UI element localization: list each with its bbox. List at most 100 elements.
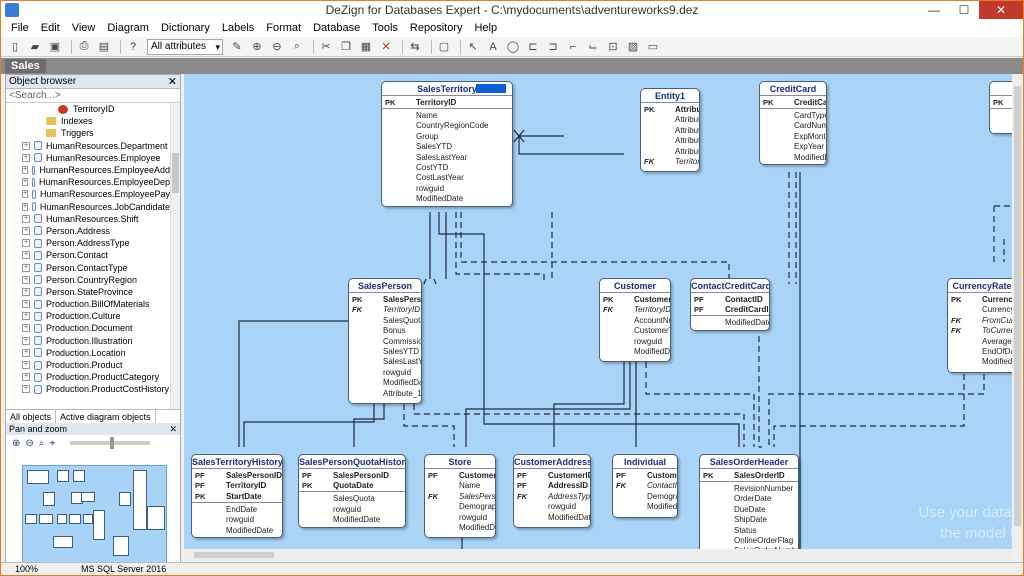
expand-icon[interactable]: + (22, 178, 29, 187)
object-search-input[interactable]: <Search...> (6, 89, 180, 103)
entity-attribute[interactable]: EndOfDayRate (948, 347, 1012, 357)
tree-item-table[interactable]: +Production.Document (6, 322, 170, 334)
entity-attribute[interactable]: CardNumber (760, 121, 826, 131)
entity-attribute[interactable]: M (990, 111, 1012, 121)
entity-attribute[interactable]: EndDate (192, 505, 282, 515)
menu-view[interactable]: View (71, 22, 96, 34)
entity-attribute[interactable]: SalesLastYear (349, 357, 421, 367)
entity-attribute[interactable]: Name (425, 481, 495, 491)
select-area-icon[interactable]: ▢ (438, 41, 450, 53)
cut-icon[interactable]: ✂ (321, 41, 331, 53)
entity-attribute[interactable]: ExpYear (760, 142, 826, 152)
entity-attribute[interactable]: CurrencyRateDate (948, 305, 1012, 315)
menu-tools[interactable]: Tools (372, 22, 398, 34)
entity-attribute[interactable]: FKSalesPersonID (425, 492, 495, 502)
entity-attribute[interactable]: ModifiedDate (948, 357, 1012, 367)
expand-icon[interactable]: + (22, 251, 30, 260)
diagram-minimap[interactable] (22, 465, 167, 568)
entity-attribute[interactable]: rowguid (299, 505, 405, 515)
new-icon[interactable]: ▯ (11, 41, 19, 53)
align-icon[interactable]: ⇆ (410, 41, 420, 53)
close-panzoom-icon[interactable]: ✕ (169, 424, 177, 434)
tree-item-table[interactable]: +HumanResources.EmployeeDep (6, 176, 170, 188)
view-tool-icon[interactable]: ⊡ (608, 41, 618, 53)
entity-attribute[interactable]: SalesLastYear (382, 153, 512, 163)
entity-attribute[interactable]: ModifiedDate (382, 194, 512, 204)
entity-attribute[interactable]: Status (700, 526, 798, 536)
entity-attribute[interactable]: ModifiedDate (691, 318, 769, 328)
pointer-icon[interactable]: ↖ (468, 41, 478, 53)
entity-attribute[interactable]: SalesOrderNumber (700, 546, 798, 549)
identifying-rel-icon[interactable]: ⊐ (548, 41, 558, 53)
tree-item-table[interactable]: +Person.CountryRegion (6, 274, 170, 286)
menu-format[interactable]: Format (266, 22, 302, 34)
entity-attribute[interactable]: ExpMonth (760, 132, 826, 142)
tab-sales[interactable]: Sales (5, 59, 46, 73)
entity-attribute[interactable]: rowguid (425, 513, 495, 523)
entity-attribute[interactable]: AverageRate (948, 337, 1012, 347)
entity-attribute[interactable]: ModifiedDate (349, 378, 421, 388)
maximize-icon[interactable]: ☐ (958, 3, 970, 17)
entity-attribute[interactable]: ModifiedDate (425, 523, 495, 533)
expand-icon[interactable]: + (22, 373, 30, 382)
tree-item-table[interactable]: +Person.Contact (6, 249, 170, 261)
expand-icon[interactable]: + (22, 202, 29, 211)
tree-item-table[interactable]: +HumanResources.Employee (6, 152, 170, 164)
entity-attribute[interactable]: ModifiedDate (600, 347, 670, 357)
entity-attribute[interactable]: rowguid (514, 502, 590, 512)
menu-help[interactable]: Help (474, 22, 498, 34)
pz-zoom-in-icon[interactable]: ⊕ (12, 437, 21, 449)
entity-attribute[interactable]: ModifiedDate (613, 502, 677, 512)
expand-icon[interactable]: + (22, 287, 30, 296)
entity-attribute[interactable]: OnlineOrderFlag (700, 536, 798, 546)
expand-icon[interactable]: + (22, 141, 30, 150)
tree-item-table[interactable]: +Person.StateProvince (6, 286, 170, 298)
entity-attribute[interactable]: rowguid (382, 184, 512, 194)
entity-attribute[interactable]: ShipDate (700, 515, 798, 525)
tree-item[interactable]: Triggers (6, 127, 170, 139)
entity-creditcard[interactable]: CreditCardPKCreditCardIDCardTypeCardNumb… (759, 81, 827, 166)
zoom-out-icon[interactable]: ⊖ (272, 41, 282, 53)
entity-attribute[interactable]: FKToCurrencyCode (948, 326, 1012, 336)
entity-attribute[interactable]: Attribute_1 (349, 389, 421, 399)
tree-item-table[interactable]: +HumanResources.JobCandidate (6, 201, 170, 213)
tree-item-table[interactable]: +HumanResources.EmployeePay (6, 188, 170, 200)
expand-icon[interactable]: + (22, 275, 30, 284)
delete-icon[interactable]: ✕ (381, 41, 391, 53)
pz-zoom-out-icon[interactable]: ⊖ (25, 437, 34, 449)
entity-attribute[interactable]: Attribute_4 (641, 136, 699, 146)
entity-attribute[interactable]: Attribute_3 (641, 126, 699, 136)
entity-attribute[interactable]: Attribute_2 (641, 115, 699, 125)
expand-icon[interactable]: + (22, 190, 29, 199)
entity-salesperson[interactable]: SalesPersonPKSalesPersonIDFKTerritoryIDS… (348, 278, 422, 404)
entity-customer[interactable]: CustomerPKCustomerIDFKTerritoryIDAccount… (599, 278, 671, 363)
entity-entity1[interactable]: Entity1PKAttribute_1Attribute_2Attribute… (640, 88, 700, 173)
pz-zoom-area-icon[interactable]: ⌕ (38, 437, 45, 449)
zoom-in-icon[interactable]: ⊕ (252, 41, 262, 53)
entity-attribute[interactable]: ModifiedDate (192, 526, 282, 536)
zoom-fit-icon[interactable]: ⌕ (293, 40, 301, 52)
print-preview-icon[interactable]: ▤ (98, 41, 110, 53)
entity-attribute[interactable]: FKAddressTypeID (514, 492, 590, 502)
entity-attribute[interactable]: CommissionPct (349, 337, 421, 347)
entity-attribute[interactable]: Attribute_5 (641, 147, 699, 157)
menu-diagram[interactable]: Diagram (107, 22, 149, 34)
save-icon[interactable]: ▣ (49, 41, 61, 53)
entity-partial[interactable]: PKCMM (989, 81, 1012, 135)
paste-icon[interactable]: ▦ (360, 41, 372, 53)
entity-attribute[interactable]: rowguid (349, 368, 421, 378)
tree-item-table[interactable]: +HumanResources.EmployeeAdd (6, 164, 170, 176)
tab-active-diagram-objects[interactable]: Active diagram objects (56, 410, 156, 423)
tree-item-table[interactable]: +Production.Product (6, 359, 170, 371)
